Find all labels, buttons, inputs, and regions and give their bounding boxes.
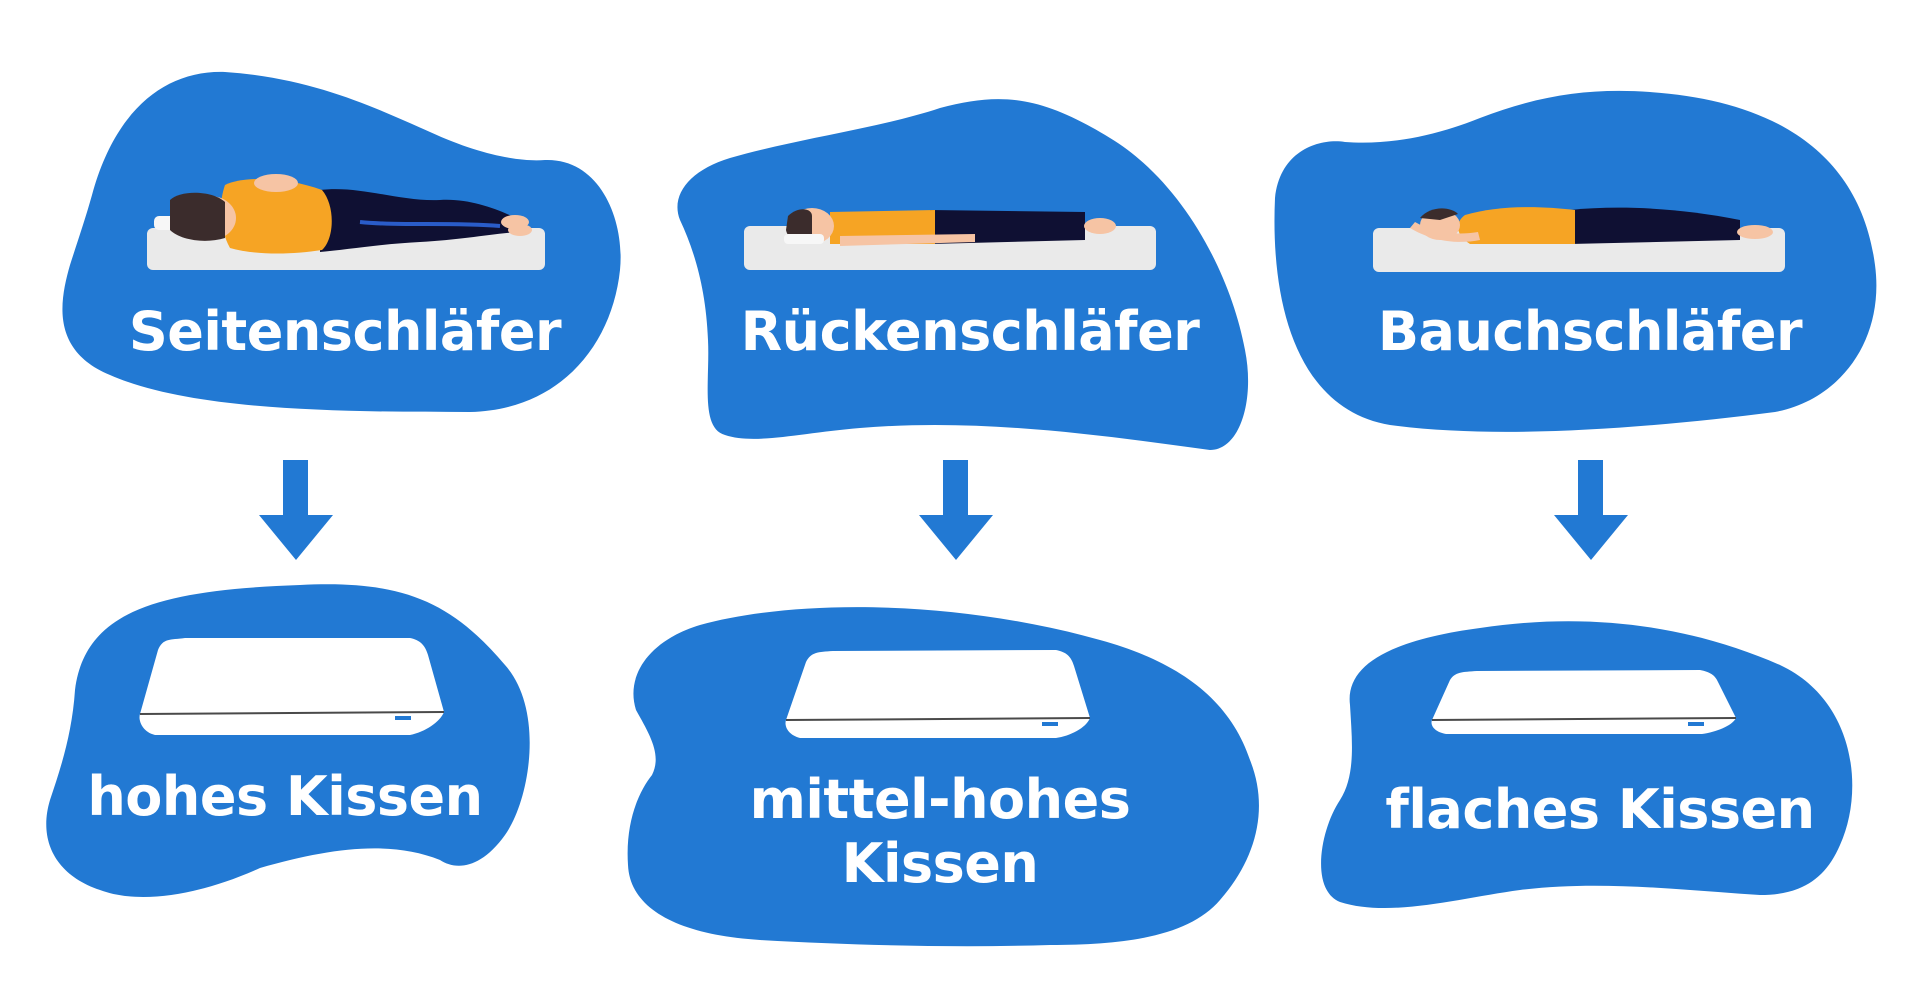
medium-pillow-icon xyxy=(785,650,1091,738)
arrow-down-icon-2 xyxy=(919,460,993,560)
stomach-sleeper-label: Bauchschläfer xyxy=(1377,300,1803,363)
medium-pillow-blob xyxy=(627,607,1259,947)
high-pillow-blob xyxy=(46,584,530,897)
medium-pillow-label: mittel-hohes Kissen xyxy=(700,768,1180,895)
flat-pillow-icon xyxy=(1431,670,1737,734)
high-pillow-label-line1: hohes Kissen xyxy=(87,765,483,828)
back-sleeper-blob xyxy=(677,99,1249,451)
flat-pillow-label-line1: flaches Kissen xyxy=(1385,778,1815,841)
high-pillow-label: hohes Kissen xyxy=(70,765,500,829)
arrow-down-icon-1 xyxy=(259,460,333,560)
arrow-down-icon-3 xyxy=(1554,460,1628,560)
medium-pillow-label-line1: mittel-hohes xyxy=(749,768,1131,831)
flat-pillow-label: flaches Kissen xyxy=(1360,778,1840,842)
stomach-sleeper-icon xyxy=(1373,207,1785,272)
side-sleeper-label: Seitenschläfer xyxy=(128,300,562,363)
flat-pillow-blob xyxy=(1321,621,1853,909)
back-sleeper-label: Rückenschläfer xyxy=(740,300,1200,363)
back-sleeper-icon xyxy=(744,208,1156,270)
high-pillow-icon xyxy=(139,638,445,735)
side-sleeper-icon xyxy=(147,174,545,270)
medium-pillow-label-line2: Kissen xyxy=(841,831,1039,895)
